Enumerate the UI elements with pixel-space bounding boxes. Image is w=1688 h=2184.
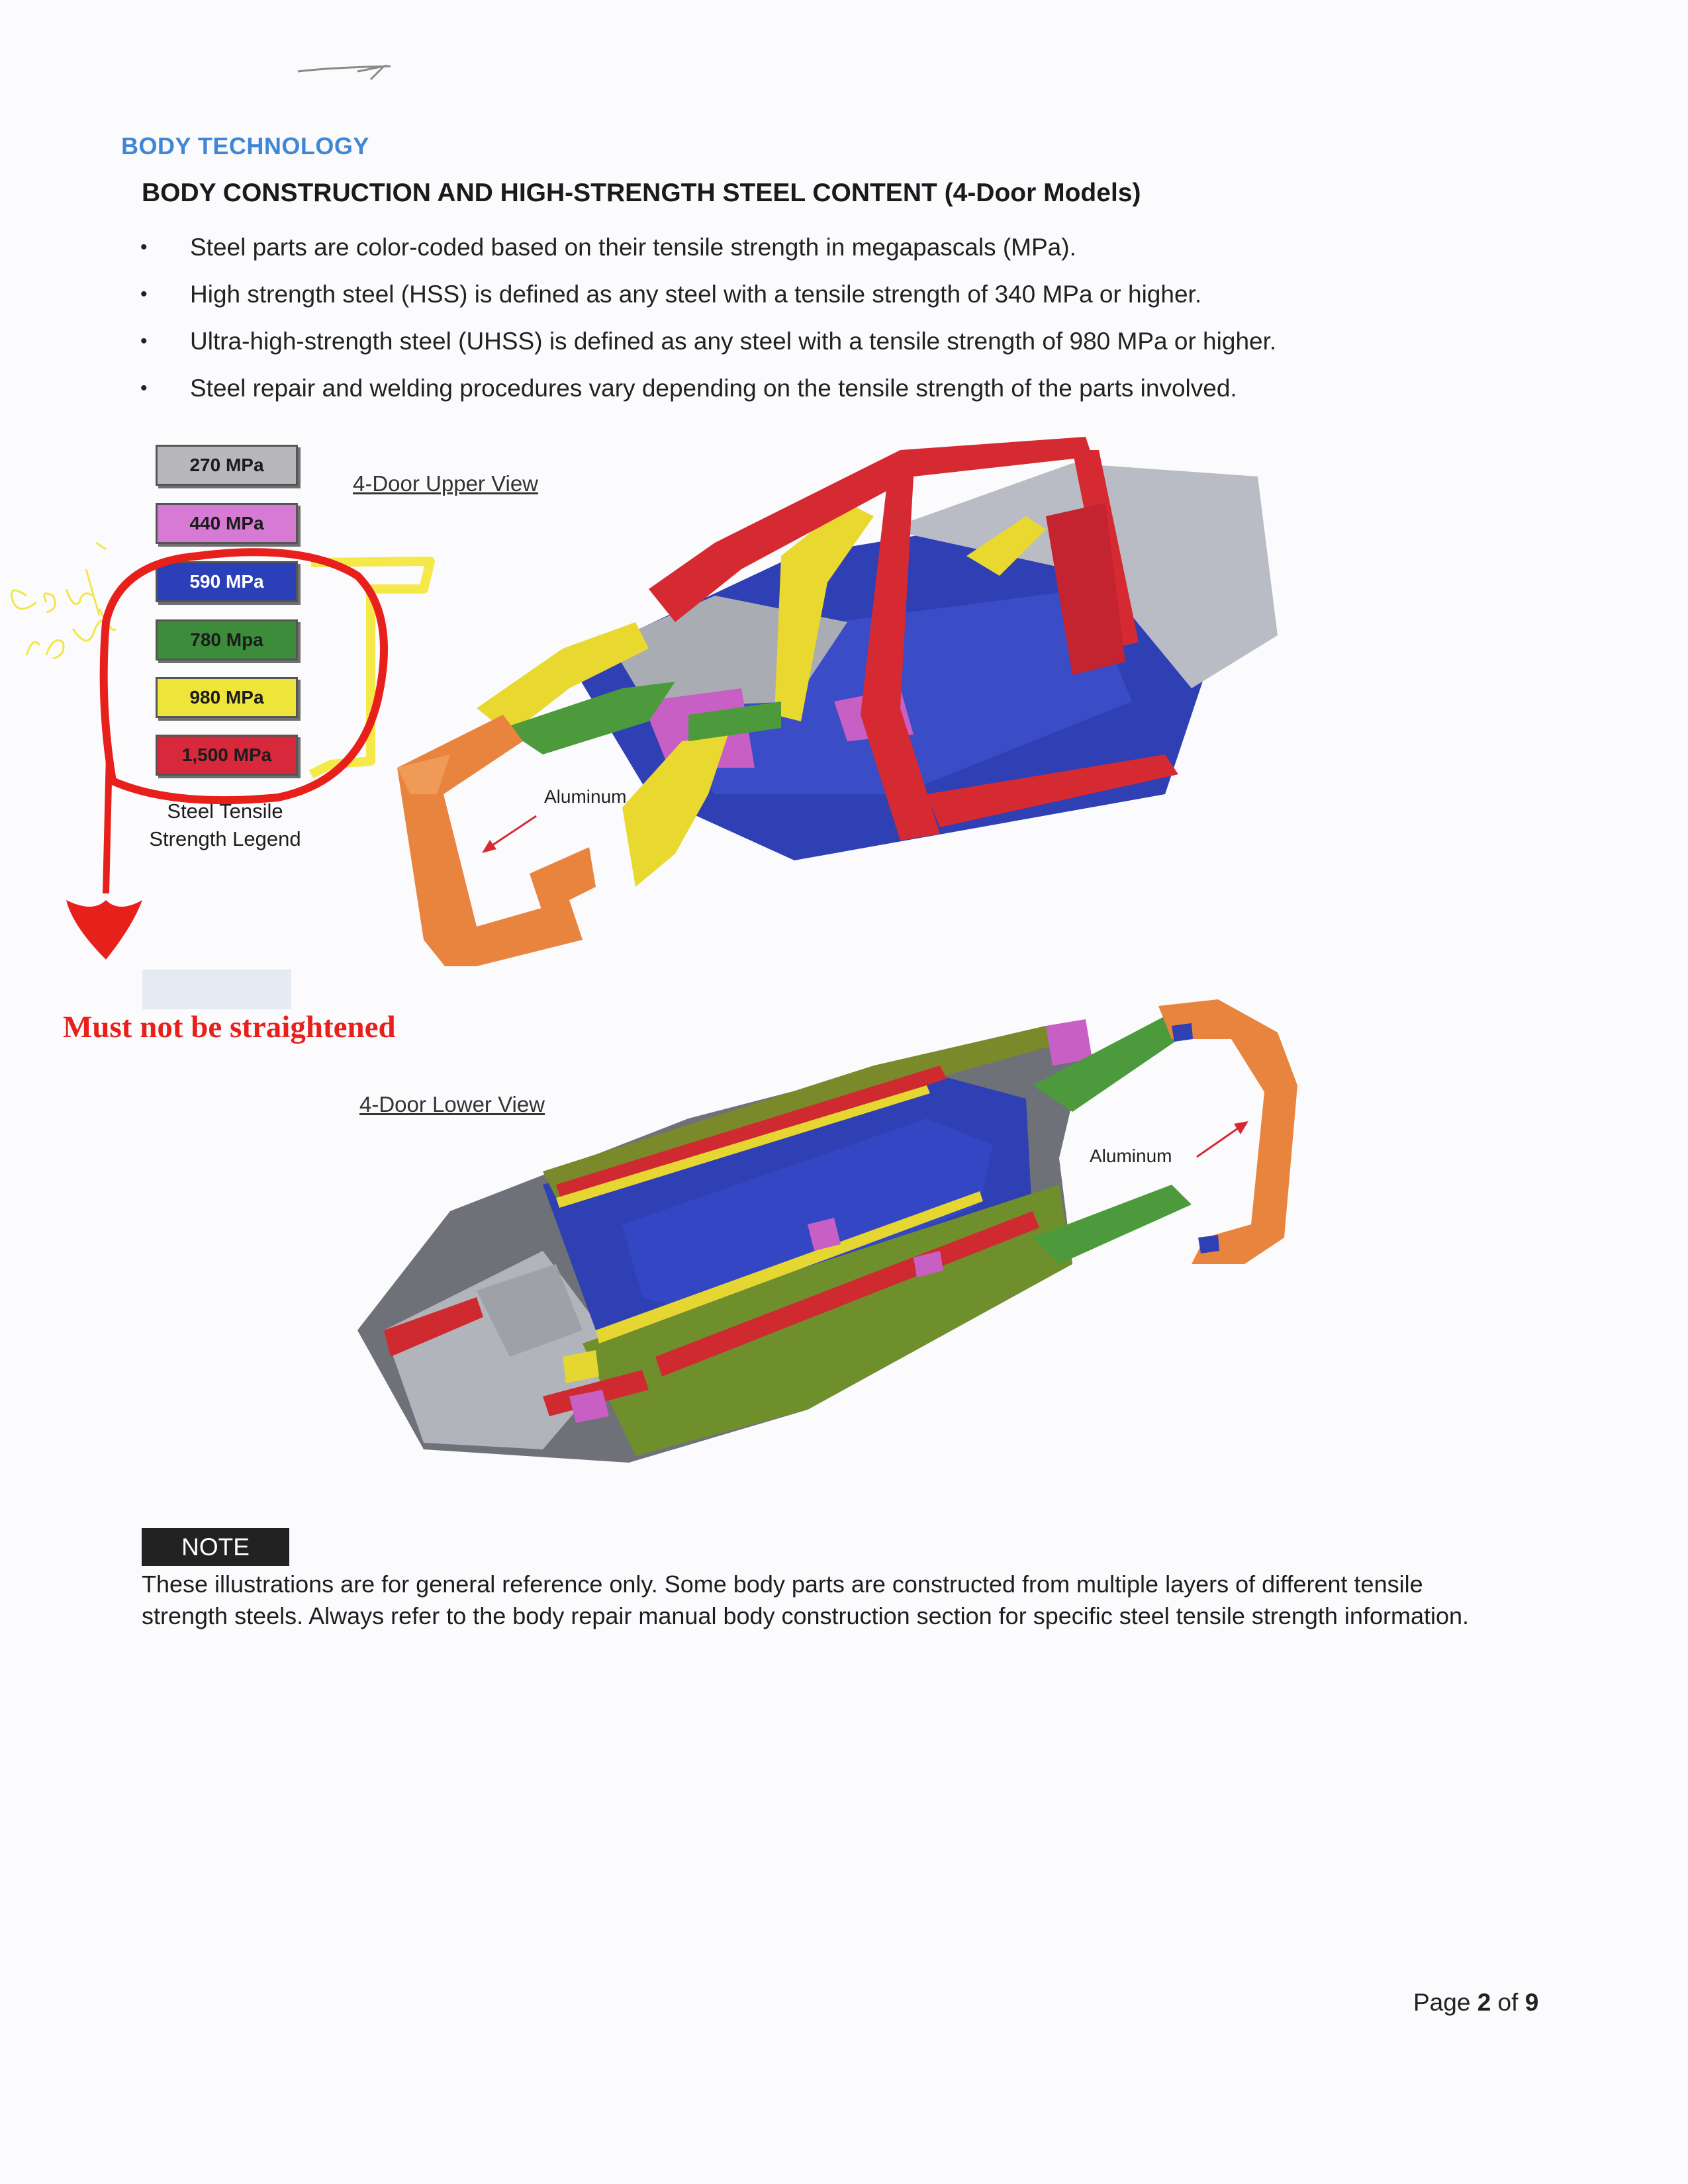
note-text: These illustrations are for general refe… <box>142 1570 1470 1629</box>
legend-440-swatch: 440 MPa <box>156 503 298 544</box>
bullet-list: Steel parts are color-coded based on the… <box>136 224 1460 412</box>
note-badge: NOTE <box>142 1528 289 1566</box>
legend-980-swatch: 980 MPa <box>156 677 298 718</box>
lower-aluminum-label: Aluminum <box>1090 1146 1172 1166</box>
hand-annotation-overlay <box>11 541 435 960</box>
page-of: of <box>1491 1989 1525 2016</box>
bullet-item: Ultra-high-strength steel (UHSS) is defi… <box>136 318 1460 365</box>
section-title: BODY TECHNOLOGY <box>121 132 369 159</box>
upper-body-illustration <box>397 437 1278 966</box>
bullet-item: High strength steel (HSS) is defined as … <box>136 271 1460 318</box>
legend-780-swatch: 780 Mpa <box>156 619 298 660</box>
page-prefix: Page <box>1413 1989 1477 2016</box>
ghost-rectangle <box>142 970 291 1009</box>
lower-view-label: 4-Door Lower View <box>359 1092 545 1116</box>
page-total: 9 <box>1524 1989 1539 2016</box>
page-current: 2 <box>1477 1989 1491 2016</box>
legend-270-swatch: 270 MPa <box>156 445 298 486</box>
page-number: Page 2 of 9 <box>1413 1989 1538 2017</box>
legend-590-swatch: 590 MPa <box>156 561 298 602</box>
legend-1500-swatch: 1,500 MPa <box>156 735 298 776</box>
upper-aluminum-label: Aluminum <box>544 786 627 807</box>
legend-caption-line2: Strength Legend <box>149 827 301 850</box>
pencil-mark <box>297 64 391 81</box>
callout-text: Must not be straightened <box>63 1010 396 1044</box>
bullet-item: Steel repair and welding procedures vary… <box>136 365 1460 412</box>
lower-aluminum-arrow <box>1196 1121 1248 1158</box>
upper-aluminum-arrow <box>482 815 537 853</box>
bullet-item: Steel parts are color-coded based on the… <box>136 224 1460 271</box>
lower-body-illustration <box>357 999 1297 1463</box>
upper-view-label: 4-Door Upper View <box>353 471 539 496</box>
page-heading: BODY CONSTRUCTION AND HIGH-STRENGTH STEE… <box>142 179 1141 207</box>
